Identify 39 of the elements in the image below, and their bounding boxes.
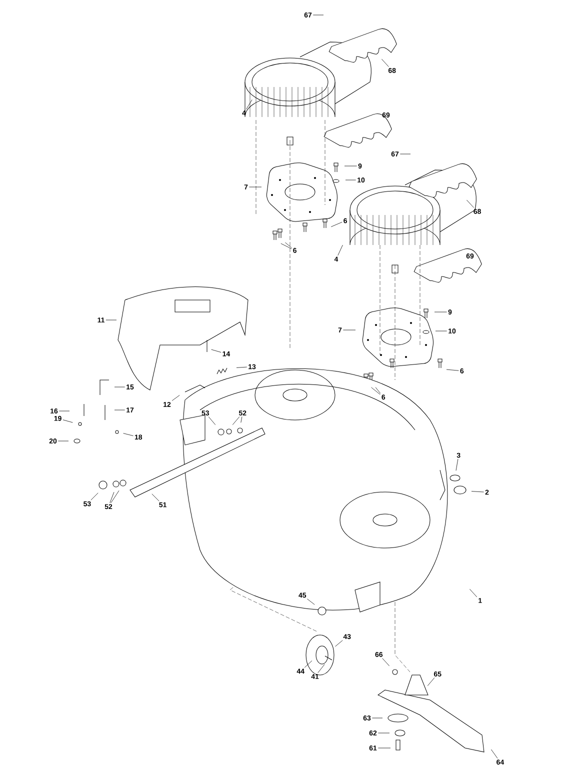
leader-line	[280, 243, 292, 250]
leader-line	[375, 387, 381, 394]
leader-line	[335, 640, 343, 647]
leader-line	[110, 492, 114, 504]
leader-line	[232, 416, 240, 425]
leader-line	[466, 200, 474, 208]
leader-line	[58, 410, 70, 412]
leader-line	[382, 658, 390, 666]
leader-line	[62, 420, 73, 423]
leader-line	[249, 186, 262, 188]
leader-line	[58, 440, 69, 442]
leader-line	[208, 416, 216, 425]
leader-line	[338, 244, 343, 256]
leader-line	[172, 395, 180, 401]
leader-line	[123, 433, 134, 436]
leader-line	[312, 14, 324, 16]
leader-line	[470, 588, 478, 598]
leader-line	[471, 491, 484, 492]
leader-line	[110, 490, 120, 504]
leader-line	[427, 678, 435, 686]
leader-line	[236, 366, 248, 368]
leader-line	[491, 749, 498, 759]
leader-line	[456, 458, 458, 471]
leader-line	[382, 58, 389, 67]
leader-line	[246, 100, 252, 110]
leader-line	[90, 492, 98, 500]
leader-line	[446, 369, 459, 371]
leader-line	[240, 416, 242, 423]
leader-line	[211, 349, 222, 353]
leader-line	[114, 386, 126, 388]
leader-line	[371, 387, 380, 395]
leader-line	[304, 660, 312, 668]
leader-line	[378, 732, 390, 734]
leader-line	[285, 242, 292, 248]
leader-line	[318, 664, 325, 674]
leader-line	[307, 598, 315, 605]
leader-line	[152, 494, 160, 502]
leader-line	[330, 222, 342, 227]
leader-line	[435, 330, 448, 332]
